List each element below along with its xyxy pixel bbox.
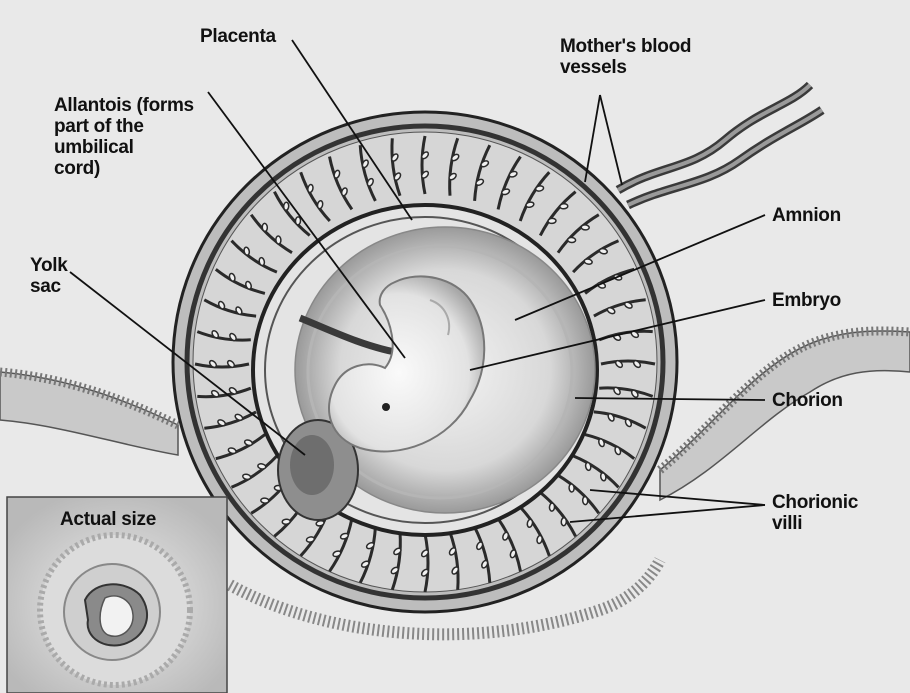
label-yolk-sac-line-1: Yolk [30, 255, 68, 276]
villus-bud [243, 247, 250, 256]
label-chorionic-villi-line-2: villi [772, 513, 858, 534]
villus-bud [295, 217, 301, 225]
villus-bud [259, 257, 266, 266]
villus-bud [536, 535, 543, 544]
label-allantois: Allantois (forms part of the umbilical c… [54, 95, 194, 179]
label-yolk-sac: Yolk sac [30, 255, 68, 297]
villus-bud [582, 496, 588, 504]
label-allantois-line-3: umbilical [54, 137, 194, 158]
villus-bud [283, 202, 289, 210]
leader-vessels-2 [600, 95, 622, 185]
villus-bud [569, 484, 575, 492]
villus-bud [307, 184, 314, 193]
villus-bud [527, 519, 534, 528]
label-chorionic-villi: Chorionic villi [772, 492, 858, 534]
villus-bud [242, 474, 251, 481]
villus-bud [561, 518, 567, 526]
villus-bud [585, 462, 592, 471]
villus-bud [581, 225, 589, 231]
label-yolk-sac-line-2: sac [30, 276, 68, 297]
label-mothers-blood-vessels-line-1: Mother's blood [560, 36, 691, 57]
villus-bud [599, 248, 608, 255]
villus-bud [549, 503, 555, 511]
villus-bud [535, 185, 544, 192]
villus-bud [261, 498, 269, 504]
villus-bud [306, 536, 315, 543]
villus-bud [316, 520, 325, 527]
label-chorion: Chorion [772, 390, 843, 411]
label-allantois-line-1: Allantois (forms [54, 95, 194, 116]
villus-bud [548, 218, 556, 224]
label-embryo: Embryo [772, 290, 841, 311]
inset-title: Actual size [60, 509, 156, 530]
villus-bud [257, 463, 266, 470]
villus-bud [276, 236, 282, 244]
villus-bud [600, 472, 607, 481]
leader-vessels-1 [585, 95, 600, 182]
label-allantois-line-2: part of the [54, 116, 194, 137]
label-mothers-blood-vessels: Mother's blood vessels [560, 36, 691, 78]
villus-bud [525, 201, 534, 208]
villus-bud [317, 200, 324, 209]
label-allantois-line-4: cord) [54, 158, 194, 179]
label-placenta: Placenta [200, 26, 276, 47]
villus-bud [262, 223, 268, 231]
label-mothers-blood-vessels-line-2: vessels [560, 57, 691, 78]
mothers-blood-vessels [618, 85, 822, 205]
villus-bud [584, 258, 593, 265]
label-amnion: Amnion [772, 205, 841, 226]
villus-bud [282, 519, 290, 525]
villus-bud [567, 237, 575, 243]
label-chorionic-villi-line-1: Chorionic [772, 492, 858, 513]
villus-bud [560, 204, 568, 210]
